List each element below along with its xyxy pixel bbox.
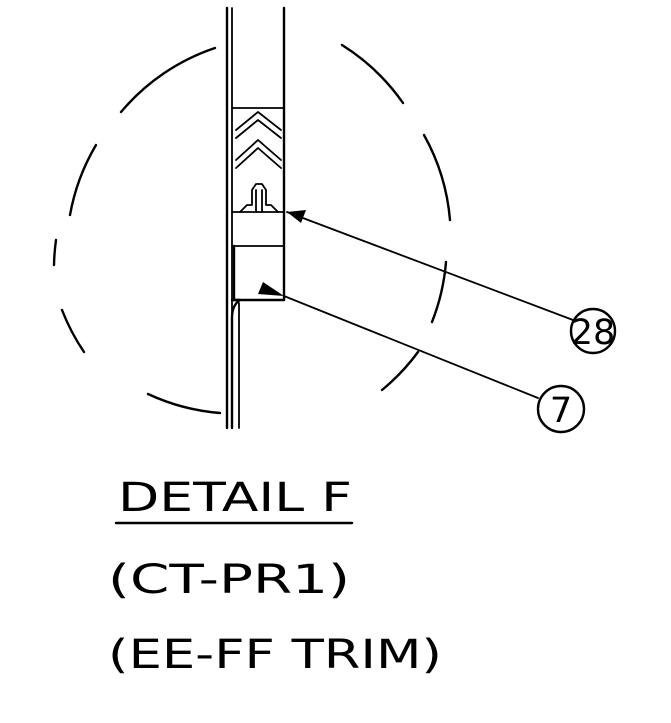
callout-balloon-7: 7 <box>536 384 586 434</box>
detail-boundary-circle <box>52 43 452 415</box>
detail-subtitle-trim: (EE-FF TRIM) <box>108 632 442 678</box>
leader-28 <box>286 210 574 321</box>
callout-balloon-28: 28 <box>569 307 617 355</box>
callout-label-7: 7 <box>550 391 572 431</box>
arrowhead-28 <box>287 210 306 223</box>
arrowhead-7 <box>258 282 284 296</box>
detail-title: DETAIL F <box>118 475 352 521</box>
wall-section <box>225 6 286 430</box>
callout-label-28: 28 <box>571 313 616 353</box>
detail-subtitle-code: (CT-PR1) <box>108 557 350 603</box>
leader-7 <box>258 282 539 399</box>
